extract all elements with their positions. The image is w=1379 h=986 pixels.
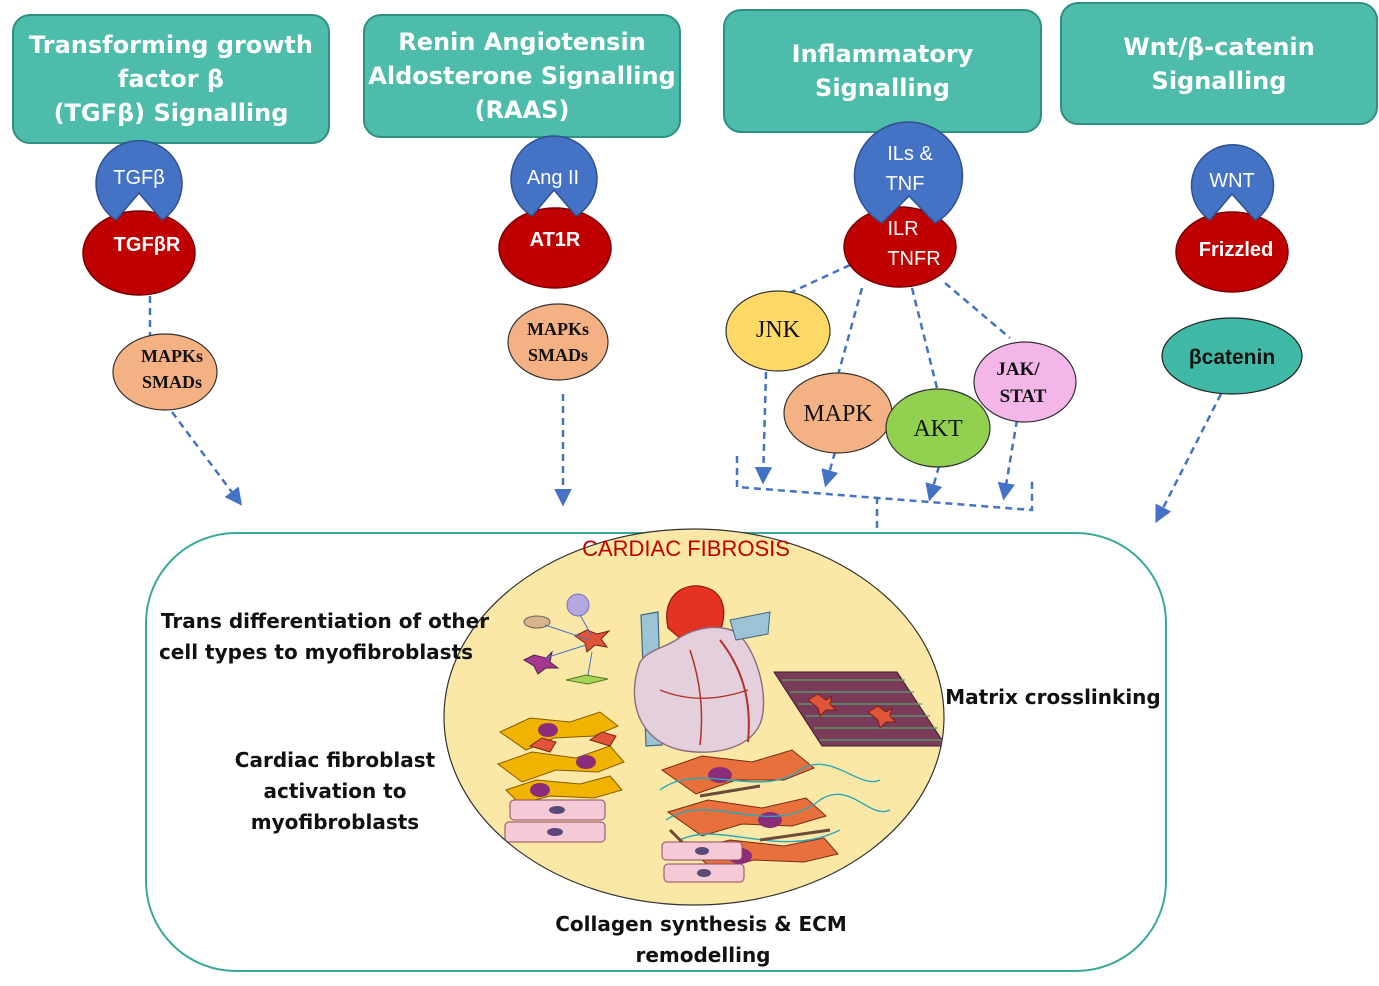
raas-receptor — [498, 207, 612, 289]
cardiac-fibrosis-title: CARDIAC FIBROSIS — [582, 536, 790, 561]
wnt-signalling-header: Wnt/β-catenin Signalling — [1060, 2, 1378, 125]
jnk-label: JNK — [756, 317, 801, 343]
jak-stat-node — [973, 341, 1077, 423]
tgf-mediator-group: MAPKs SMADs — [112, 333, 218, 411]
akt-group: AKT — [885, 388, 991, 468]
bcatenin-label: βcatenin — [1189, 346, 1275, 369]
mapk-group: MAPK — [783, 372, 893, 454]
raas-mapks-smads-node — [507, 303, 609, 381]
bcatenin-group: βcatenin — [1161, 317, 1303, 395]
wnt-receptor-label: Frizzled — [1199, 239, 1273, 261]
jnk-group: JNK — [725, 290, 831, 372]
inflam-receptor-line-1: ILR — [887, 218, 918, 240]
heart-illustration — [633, 585, 771, 753]
tgf-ligand — [95, 140, 183, 221]
wnt-header-line-2: Signalling — [1151, 66, 1287, 95]
collagen-line-1: Collagen synthesis & ECM — [555, 912, 847, 936]
raas-header-line-1: Renin Angiotensin — [398, 28, 646, 56]
wnt-ligand — [1190, 143, 1275, 221]
raas-ligand-label: Ang II — [527, 167, 579, 189]
inflam-receptor-group: ILs & TNF ILR TNFR — [843, 121, 964, 288]
jak-stat-line-2: STAT — [1000, 386, 1047, 407]
raas-receptor-label: AT1R — [530, 229, 581, 251]
tgf-mediator-line-1: MAPKs — [141, 346, 203, 366]
tgf-ligand-label: TGFβ — [113, 167, 165, 189]
wnt-receptor — [1175, 211, 1289, 293]
inflam-ligand-line-2: TNF — [886, 173, 925, 195]
jak-stat-line-1: JAK/ — [996, 359, 1040, 380]
tgf-receptor-label: TGFβR — [114, 234, 181, 256]
tgf-mapks-smads-node — [112, 333, 218, 411]
tgf-receptor-group: TGFβ TGFβR — [82, 140, 196, 296]
tgf-header-line-2: factor β — [117, 65, 225, 93]
raas-ligand — [510, 135, 598, 217]
collagen-line-2: remodelling — [635, 943, 770, 967]
raas-receptor-group: Ang II AT1R — [498, 135, 612, 289]
wnt-receptor-group: WNT Frizzled — [1175, 143, 1289, 293]
inflam-receptor — [843, 206, 957, 288]
tgf-mediator-line-2: SMADs — [142, 372, 202, 392]
jak-stat-group: JAK/ STAT — [973, 341, 1077, 423]
akt-label: AKT — [913, 416, 963, 442]
inflam-receptor-line-2: TNFR — [887, 248, 940, 270]
inflam-ligand — [853, 121, 964, 224]
bcatenin-node — [1161, 317, 1303, 395]
tgf-header-line-1: Transforming growth — [29, 31, 313, 59]
tgf-signalling-header: Transforming growth factor β (TGFβ) Sign… — [12, 14, 330, 144]
akt-node — [885, 388, 991, 468]
collagen-remodelling-illustration — [659, 749, 891, 883]
raas-mediator-line-2: SMADs — [528, 345, 588, 365]
crosslinked-matrix-illustration — [773, 671, 944, 747]
wnt-ligand-label: WNT — [1209, 170, 1255, 192]
jnk-node — [725, 290, 831, 372]
raas-mediator-line-1: MAPKs — [527, 319, 589, 339]
trans-differentiation-line-2: cell types to myofibroblasts — [159, 640, 473, 664]
tgf-header-line-3: (TGFβ) Signalling — [53, 99, 289, 127]
activation-line-2: activation to — [264, 779, 407, 803]
wnt-header-line-1: Wnt/β-catenin — [1123, 32, 1315, 61]
raas-mediator-group: MAPKs SMADs — [507, 303, 609, 381]
activation-line-3: myofibroblasts — [251, 810, 419, 834]
trans-differentiation-line-1: Trans differentiation of other — [161, 609, 489, 633]
raas-header-line-3: (RAAS) — [474, 96, 570, 124]
activation-line-1: Cardiac fibroblast — [235, 748, 436, 772]
inflam-header-line-2: Signalling — [815, 74, 950, 102]
mapk-label: MAPK — [803, 401, 873, 427]
inflam-header-line-1: Inflammatory — [791, 40, 974, 68]
inflam-ligand-line-1: ILs & — [887, 143, 933, 165]
tgf-receptor — [82, 210, 196, 296]
raas-signalling-header: Renin Angiotensin Aldosterone Signalling… — [363, 14, 681, 138]
transdifferentiating-cells-illustration — [522, 593, 611, 685]
raas-header-line-2: Aldosterone Signalling — [368, 62, 676, 90]
matrix-crosslinking-label: Matrix crosslinking — [945, 685, 1160, 709]
fibroblast-activation-illustration — [496, 711, 625, 843]
oval-illustrations — [496, 585, 944, 883]
